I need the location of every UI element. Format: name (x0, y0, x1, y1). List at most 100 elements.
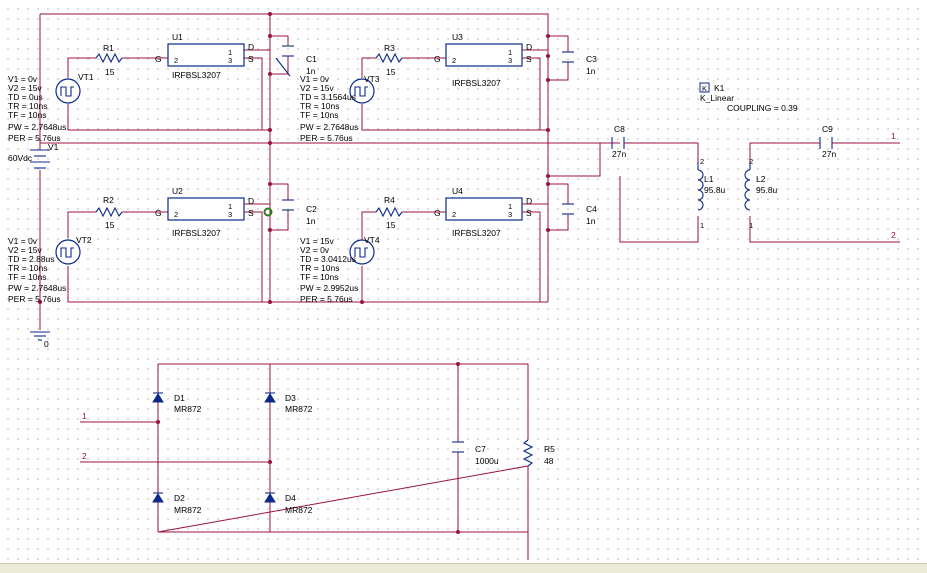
c3-ref: C3 (586, 54, 597, 64)
k1-ref: K1 (714, 83, 725, 93)
l1-ref: L1 (704, 174, 714, 184)
r5-value: 48 (544, 456, 554, 466)
diode-d2[interactable]: D2 MR872 (152, 492, 202, 515)
svg-text:PER = 5.76us: PER = 5.76us (300, 294, 353, 304)
u2-drain-pin: D (248, 196, 254, 206)
capacitor-c2[interactable]: C2 1n (282, 199, 317, 226)
mosfet-u3[interactable]: U3 G D S 1 2 3 IRFBSL3207 (434, 32, 532, 88)
mosfet-u2[interactable]: U2 G D S 1 2 3 IRFBSL3207 (155, 186, 254, 238)
svg-text:V1 = 0v: V1 = 0v (8, 74, 38, 84)
capacitor-c9[interactable]: C9 27n (819, 124, 836, 159)
u4-pin2: 2 (452, 210, 456, 219)
u1-ref: U1 (172, 32, 183, 42)
diode-d3[interactable]: D3 MR872 (264, 392, 313, 414)
capacitor-c4[interactable]: C4 1n (562, 203, 597, 226)
svg-text:TF = 10ns: TF = 10ns (300, 272, 339, 282)
svg-text:V2 = 15v: V2 = 15v (8, 245, 43, 255)
vt1-params: V1 = 0v V2 = 15v TD = 0us TR = 10ns TF =… (8, 74, 66, 143)
c7-ref: C7 (475, 444, 486, 454)
v1-ref: V1 (48, 142, 59, 152)
u4-gate-pin: G (434, 208, 441, 218)
d4-part: MR872 (285, 505, 313, 515)
junction-dots (38, 12, 550, 534)
u3-pin1: 1 (508, 48, 512, 57)
svg-text:V2 = 0v: V2 = 0v (300, 245, 330, 255)
svg-text:PW = 2.7648us: PW = 2.7648us (8, 122, 66, 132)
inductor-l1[interactable]: 2 1 L1 95.8u (697, 157, 726, 230)
d1-ref: D1 (174, 393, 185, 403)
c3-value: 1n (586, 66, 596, 76)
resistor-r1[interactable]: R1 15 (95, 43, 123, 77)
vt1-ref: VT1 (78, 72, 94, 82)
u3-part: IRFBSL3207 (452, 78, 501, 88)
capacitor-c8[interactable]: C8 27n (611, 124, 626, 159)
status-bar (0, 563, 927, 573)
pulse-source-vt2[interactable]: VT2 V1 = 0v V2 = 15v TD = 2.88us TR = 10… (8, 235, 92, 304)
svg-text:TD = 2.88us: TD = 2.88us (8, 254, 55, 264)
net-label-out1: 1 (891, 131, 896, 141)
svg-text:V1 = 0v: V1 = 0v (8, 236, 38, 246)
resistor-r3[interactable]: R3 15 (375, 43, 403, 77)
u4-part: IRFBSL3207 (452, 228, 501, 238)
svg-text:PER = 5.76us: PER = 5.76us (8, 133, 61, 143)
l2-pin-top: 2 (749, 157, 753, 166)
u1-pin3: 3 (228, 56, 232, 65)
inductor-l2[interactable]: 2 1 L2 95.8u (744, 157, 778, 230)
u3-source-pin: S (526, 54, 532, 64)
c8-value: 27n (612, 149, 626, 159)
resistor-r2[interactable]: R2 15 (95, 195, 123, 230)
c7-value: 1000u (475, 456, 499, 466)
diode-d4[interactable]: D4 MR872 (264, 492, 313, 515)
u2-pin2: 2 (174, 210, 178, 219)
capacitor-c1[interactable]: C1 1n (275, 45, 317, 77)
u4-ref: U4 (452, 186, 463, 196)
l2-value: 95.8u (756, 185, 778, 195)
svg-text:TR = 10ns: TR = 10ns (8, 263, 47, 273)
c4-value: 1n (586, 216, 596, 226)
pulse-source-vt1[interactable]: VT1 V1 = 0v V2 = 15v TD = 0us TR = 10ns … (8, 72, 94, 143)
c4-ref: C4 (586, 204, 597, 214)
u2-pin3: 3 (228, 210, 232, 219)
r3-value: 15 (386, 67, 396, 77)
coupling-k1[interactable]: K K1 K_Linear COUPLING = 0.39 (699, 82, 798, 113)
ground-symbol[interactable]: 0 (30, 331, 50, 349)
svg-text:TD = 3.1564us: TD = 3.1564us (300, 92, 356, 102)
svg-text:TF = 10ns: TF = 10ns (300, 110, 339, 120)
d2-part: MR872 (174, 505, 202, 515)
u4-source-pin: S (526, 208, 532, 218)
diode-d1[interactable]: D1 MR872 (152, 392, 202, 414)
resistor-r5[interactable]: R5 48 (522, 439, 555, 467)
u2-source-pin: S (248, 208, 254, 218)
pulse-source-vt4[interactable]: VT4 V1 = 15v V2 = 0v TD = 3.0412us TR = … (300, 235, 380, 304)
svg-text:TR = 10ns: TR = 10ns (300, 263, 339, 273)
c2-value: 1n (306, 216, 316, 226)
c9-value: 27n (822, 149, 836, 159)
u4-drain-pin: D (526, 196, 532, 206)
u3-ref: U3 (452, 32, 463, 42)
capacitor-c3[interactable]: C3 1n (562, 51, 597, 76)
u3-pin2: 2 (452, 56, 456, 65)
d2-ref: D2 (174, 493, 185, 503)
svg-text:V2 = 15v: V2 = 15v (8, 83, 43, 93)
pulse-source-vt3[interactable]: VT3 V1 = 0v V2 = 15v TD = 3.1564us TR = … (300, 74, 380, 143)
r4-ref: R4 (384, 195, 395, 205)
svg-text:TD = 0us: TD = 0us (8, 92, 43, 102)
svg-text:PER = 5.76us: PER = 5.76us (300, 133, 353, 143)
vt2-params: V1 = 0v V2 = 15v TD = 2.88us TR = 10ns T… (8, 236, 66, 304)
u4-pin3: 3 (508, 210, 512, 219)
u1-drain-pin: D (248, 42, 254, 52)
svg-text:TF = 10ns: TF = 10ns (8, 110, 47, 120)
resistor-r4[interactable]: R4 15 (375, 195, 403, 230)
net-label-in1: 1 (82, 411, 87, 421)
coupling-icon (699, 82, 710, 93)
capacitor-c7[interactable]: C7 1000u (452, 441, 499, 466)
dc-source-v1[interactable]: 60Vdc V1 (8, 142, 59, 169)
c2-ref: C2 (306, 204, 317, 214)
u4-pin1: 1 (508, 202, 512, 211)
mosfet-u4[interactable]: U4 G D S 1 2 3 IRFBSL3207 (434, 186, 532, 238)
selected-node-marker[interactable] (263, 207, 273, 217)
svg-text:PW = 2.7648us: PW = 2.7648us (8, 283, 66, 293)
mosfet-u1[interactable]: U1 G D S 1 2 3 IRFBSL3207 (155, 32, 254, 80)
